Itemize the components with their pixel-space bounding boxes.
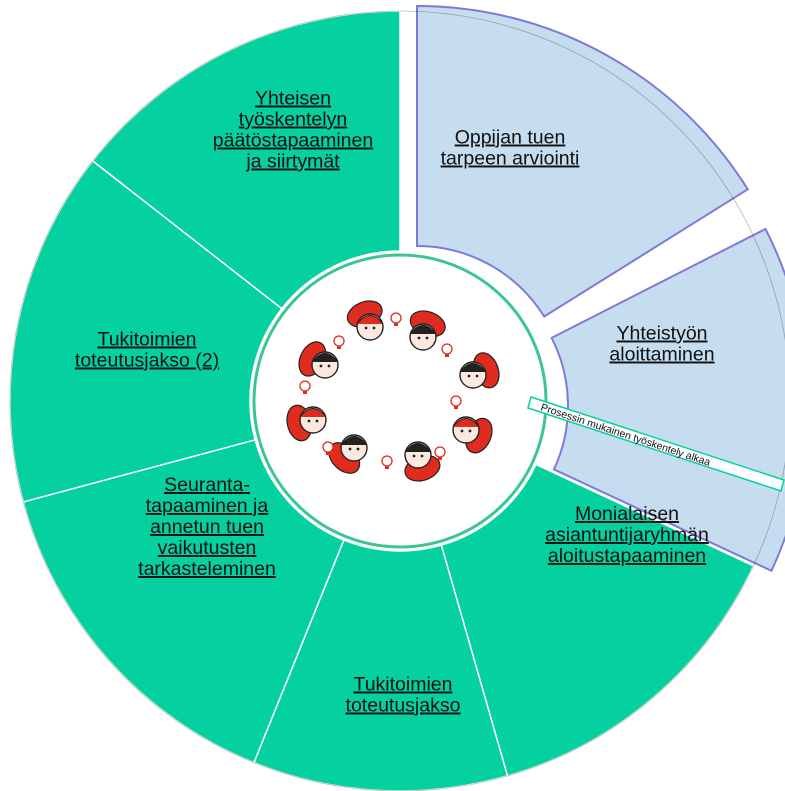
person-eye — [348, 447, 352, 451]
lightbulb-base — [326, 452, 330, 455]
lightbulb-icon — [434, 446, 446, 458]
lightbulb-base — [445, 354, 449, 357]
person-eye — [425, 336, 429, 340]
wheel-segments — [9, 4, 785, 791]
person-eye — [319, 364, 323, 368]
lightbulb-icon — [441, 343, 453, 355]
person-eye — [460, 429, 464, 433]
person-eye — [327, 364, 331, 368]
person-eye — [372, 326, 376, 330]
person-eye — [417, 336, 421, 340]
lightbulb-icon — [333, 335, 345, 347]
person-eye — [315, 419, 319, 423]
person-hair — [311, 353, 339, 363]
segment-oppijan[interactable] — [416, 4, 750, 318]
segment-tukitoimien2[interactable] — [9, 159, 283, 503]
lightbulb-base — [438, 457, 442, 460]
person-hair — [409, 325, 437, 335]
process-start-banner-shape — [527, 396, 785, 492]
segment-seuranta[interactable] — [22, 438, 345, 764]
person-hair — [356, 315, 384, 325]
person-hair — [340, 436, 368, 446]
lightbulb-icon — [450, 395, 462, 407]
person-hair — [459, 363, 487, 373]
lightbulb-base — [394, 323, 398, 326]
lightbulb-icon — [381, 455, 393, 467]
lightbulb-icon — [390, 312, 402, 324]
lightbulb-icon — [299, 380, 311, 392]
person-eye — [356, 447, 360, 451]
center-hub — [252, 253, 548, 549]
person-eye — [420, 454, 424, 458]
group-of-people-with-ideas-icon — [286, 300, 500, 482]
person-eye — [307, 419, 311, 423]
person-hair — [299, 408, 327, 418]
segment-yhteistyon[interactable] — [550, 227, 785, 573]
segment-tukitoimien1[interactable] — [252, 539, 509, 791]
person-hair — [452, 418, 480, 428]
person-eye — [364, 326, 368, 330]
lightbulb-base — [337, 346, 341, 349]
segment-yhteisen[interactable] — [91, 10, 401, 310]
person-eye — [412, 454, 416, 458]
person-eye — [468, 429, 472, 433]
lightbulb-base — [385, 466, 389, 469]
lightbulb-base — [454, 406, 458, 409]
segment-monialaisen[interactable] — [440, 463, 755, 777]
hub-circle — [252, 253, 548, 549]
wheel-outline — [9, 10, 785, 791]
person-eye — [467, 374, 471, 378]
lightbulb-base — [303, 391, 307, 394]
lightbulb-icon — [322, 441, 334, 453]
person-eye — [475, 374, 479, 378]
person-hair — [404, 443, 432, 453]
